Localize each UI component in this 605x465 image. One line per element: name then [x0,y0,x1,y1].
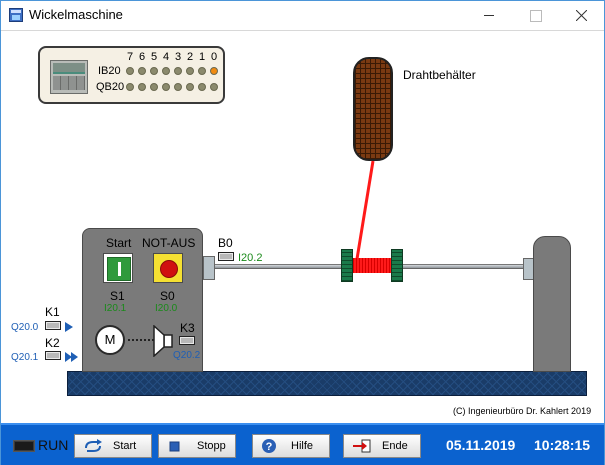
k1-indicator[interactable] [45,321,61,330]
start-button-label: Start [113,440,137,452]
plc-module: 7 6 5 4 3 2 1 0 IB20 QB20 [38,46,225,104]
k2-indicator[interactable] [45,351,61,360]
drum-flange-right [391,249,403,282]
bit-label-2: 2 [186,51,194,63]
k3-tag: Q20.2 [173,350,201,361]
close-icon [576,10,587,21]
k3-indicator[interactable] [179,336,195,345]
bit-label-3: 3 [174,51,182,63]
wire-strand [355,160,375,260]
output-led-5 [150,83,158,91]
bit-label-7: 7 [126,51,134,63]
app-icon [9,8,23,22]
bit-label-6: 6 [138,51,146,63]
sensor-b0-indicator[interactable] [218,252,234,261]
s0-label: S0 [160,289,175,303]
input-led-1 [198,67,206,75]
input-led-2 [186,67,194,75]
input-led-6 [138,67,146,75]
run-indicator [13,440,35,452]
cycle-icon [85,439,102,452]
run-label: RUN [38,437,69,453]
start-bar-icon [118,262,121,276]
estop-label: NOT-AUS [142,236,196,250]
simulation-canvas: 7 6 5 4 3 2 1 0 IB20 QB20 Drahtbehälter [1,30,604,423]
k1-tag: Q20.0 [11,322,39,333]
start-button[interactable]: Start [74,434,152,458]
output-led-0 [210,83,218,91]
emergency-stop-button-s0[interactable] [153,253,183,283]
s0-tag: I20.0 [155,303,178,314]
sensor-b0-label: B0 [218,236,233,250]
k2-tag: Q20.1 [11,352,39,363]
maximize-button[interactable] [512,1,558,30]
close-button[interactable] [558,1,604,30]
winding-drum [353,258,393,273]
input-led-0 [210,67,218,75]
stop-button-label: Stopp [197,440,226,452]
input-led-4 [162,67,170,75]
bit-label-4: 4 [162,51,170,63]
control-bar: RUN Start Stopp ? Hilfe [1,423,604,465]
help-button[interactable]: ? Hilfe [252,434,330,458]
minimize-button[interactable] [466,1,512,30]
machine-base [67,371,587,396]
forward-arrow-icon [65,322,73,332]
s1-tag: I20.1 [104,303,127,314]
output-byte-label: QB20 [96,81,125,93]
horn-icon [153,325,173,357]
start-label: Start [106,236,132,250]
sensor-b0-tag: I20.2 [238,252,263,264]
motor-symbol: M [95,325,125,355]
time-display: 10:28:15 [534,437,591,453]
exit-button[interactable]: Ende [343,434,421,458]
output-led-4 [162,83,170,91]
window-title: Wickelmaschine [29,7,123,22]
exit-icon [353,439,371,453]
output-led-3 [174,83,182,91]
output-led-7 [126,83,134,91]
bit-label-5: 5 [150,51,158,63]
k2-label: K2 [45,336,60,350]
control-box: Start NOT-AUS S1 S0 I20.1 I20.0 M K3 Q20… [82,228,203,372]
s1-label: S1 [110,289,125,303]
output-led-6 [138,83,146,91]
wire-container-label: Drahtbehälter [403,68,476,82]
plc-device-icon [50,60,88,94]
bit-label-1: 1 [198,51,206,63]
fast-forward-arrow-icon [65,352,78,362]
input-byte-label: IB20 [98,65,121,77]
input-led-7 [126,67,134,75]
help-icon: ? [262,439,276,453]
output-led-2 [186,83,194,91]
wire-container [353,57,393,161]
title-bar: Wickelmaschine [1,1,604,30]
input-led-5 [150,67,158,75]
bearing-support [533,236,571,372]
help-button-label: Hilfe [291,440,314,452]
drum-flange-left [341,249,353,282]
exit-button-label: Ende [382,440,408,452]
k1-label: K1 [45,305,60,319]
shaft-coupling-left [203,256,215,280]
bit-label-0: 0 [210,51,218,63]
stop-button[interactable]: Stopp [158,434,236,458]
stop-square-icon [169,441,180,452]
output-led-1 [198,83,206,91]
copyright-note: (C) Ingenieurbüro Dr. Kahlert 2019 [453,406,592,416]
input-led-3 [174,67,182,75]
svg-text:?: ? [266,441,273,453]
date-display: 05.11.2019 [446,437,516,453]
start-pushbutton-s1[interactable] [103,253,133,283]
k3-label: K3 [180,321,195,335]
motor-link-line [128,339,154,341]
